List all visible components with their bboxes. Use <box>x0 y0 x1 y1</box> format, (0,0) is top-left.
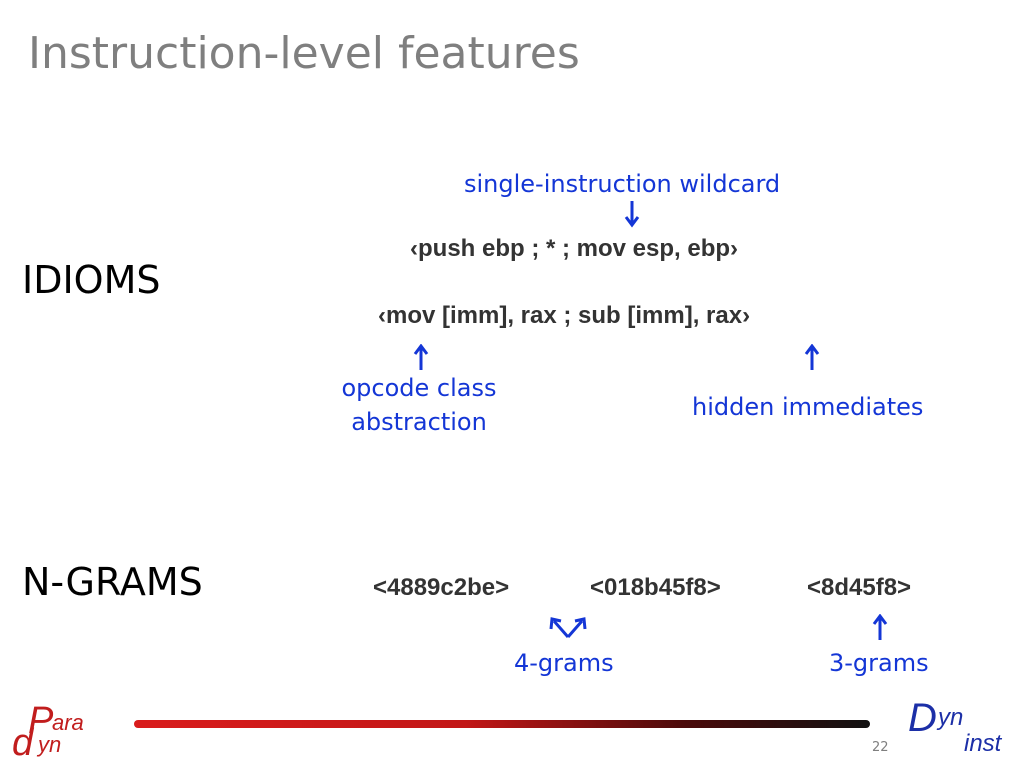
immediates-annotation: hidden immediates <box>692 393 924 421</box>
four-grams-v-arrow-icon <box>549 617 587 638</box>
ngram-018b45f8: <018b45f8> <box>590 574 721 601</box>
dyninst-logo-d: D <box>908 696 937 740</box>
dyninst-logo-inst: inst <box>964 730 1002 757</box>
opcode-annotation-line2: abstraction <box>351 408 487 436</box>
opcode-annotation: opcode class abstraction <box>338 374 500 436</box>
paradyn-logo: P ara d yn <box>8 700 108 764</box>
page-number: 22 <box>872 740 889 755</box>
slide-title: Instruction-level features <box>28 28 580 79</box>
ngrams-label: N-GRAMS <box>22 560 203 604</box>
dyninst-logo: D yn inst <box>908 696 1018 766</box>
wildcard-down-arrow-icon <box>624 201 640 228</box>
three-grams-up-arrow-icon <box>872 614 888 640</box>
paradyn-logo-ara: ara <box>52 710 84 735</box>
ngram-4889c2be: <4889c2be> <box>373 574 510 601</box>
paradyn-logo-yn: yn <box>38 732 62 757</box>
idiom-mov-sub: ‹mov [imm], rax ; sub [imm], rax› <box>378 302 751 329</box>
three-grams-annotation: 3-grams <box>829 649 929 677</box>
footer-divider-line <box>134 720 870 728</box>
idioms-label: IDIOMS <box>22 258 161 302</box>
opcode-annotation-line1: opcode class <box>341 374 497 402</box>
wildcard-annotation: single-instruction wildcard <box>464 170 781 198</box>
idiom-push-ebp: ‹push ebp ; * ; mov esp, ebp› <box>410 235 739 262</box>
paradyn-logo-p: P <box>28 700 54 742</box>
ngram-8d45f8: <8d45f8> <box>807 574 912 601</box>
immediates-up-arrow-icon <box>804 344 820 370</box>
four-grams-annotation: 4-grams <box>514 649 614 677</box>
opcode-up-arrow-icon <box>413 344 429 370</box>
dyninst-logo-yn: yn <box>938 704 964 731</box>
paradyn-logo-d: d <box>12 722 34 764</box>
